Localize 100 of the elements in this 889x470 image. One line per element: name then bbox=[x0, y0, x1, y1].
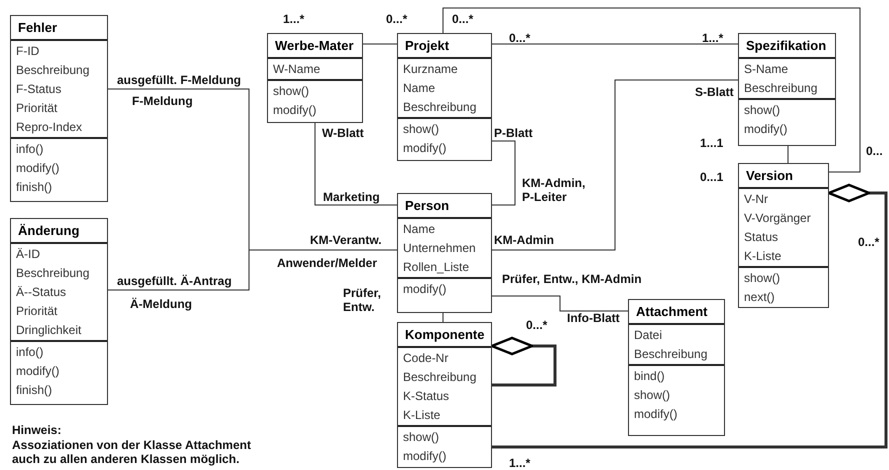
attribute: Beschreibung bbox=[16, 265, 90, 282]
attribute: Kurzname bbox=[403, 61, 459, 78]
attribute: Datei bbox=[634, 327, 664, 344]
role-label: 1...* bbox=[509, 456, 530, 470]
role-label: Info-Blatt bbox=[567, 311, 620, 325]
class-name: Fehler bbox=[17, 19, 58, 37]
method: modify() bbox=[634, 406, 678, 423]
method: finish() bbox=[16, 179, 54, 196]
aggregation-line bbox=[490, 336, 556, 386]
attribute: F-Status bbox=[16, 81, 62, 98]
attribute: Beschreibung bbox=[634, 346, 708, 363]
attribute: K-Liste bbox=[403, 407, 442, 424]
role-label: 1...* bbox=[283, 12, 304, 26]
method: show() bbox=[744, 270, 782, 287]
class-box bbox=[738, 33, 836, 146]
role-label: 0...* bbox=[858, 235, 880, 249]
role-label: KM-Admin bbox=[494, 233, 554, 247]
attribute: Ä--Status bbox=[16, 284, 68, 301]
role-label: 1...1 bbox=[700, 136, 724, 150]
class-box bbox=[267, 33, 363, 123]
role-label: 0...* bbox=[509, 31, 530, 45]
attribute: S-Name bbox=[744, 61, 790, 78]
role-label: Marketing bbox=[323, 190, 380, 204]
role-label: 0... bbox=[866, 144, 883, 158]
class-name: Attachment bbox=[635, 303, 709, 321]
method: show() bbox=[273, 83, 310, 100]
attribute: Rollen_Liste bbox=[403, 259, 470, 276]
class-name: Spezifikation bbox=[745, 37, 828, 55]
method: info() bbox=[16, 141, 44, 158]
role-label: ausgefüllt. Ä-Antrag bbox=[117, 274, 232, 288]
class-box bbox=[10, 218, 108, 405]
attribute: Priorität bbox=[16, 303, 58, 320]
class-box bbox=[397, 33, 492, 161]
class-name: Person bbox=[404, 197, 450, 215]
role-label: 1...* bbox=[702, 31, 724, 45]
class-name: Komponente bbox=[404, 326, 486, 344]
attribute: Ä-ID bbox=[16, 246, 41, 263]
class-box bbox=[397, 322, 492, 468]
attribute: Dringlichkeit bbox=[16, 322, 82, 339]
method: bind() bbox=[634, 368, 666, 385]
method: show() bbox=[744, 102, 782, 119]
attribute: Status bbox=[744, 229, 780, 246]
class-name: Projekt bbox=[404, 37, 450, 55]
method: show() bbox=[403, 121, 440, 138]
association-line bbox=[492, 140, 516, 206]
role-label: Prüfer, Entw. bbox=[343, 286, 382, 314]
attribute: Beschreibung bbox=[16, 62, 90, 79]
attribute: K-Liste bbox=[744, 248, 782, 265]
method: modify() bbox=[744, 121, 788, 138]
attribute: Beschreibung bbox=[744, 80, 818, 97]
class-box bbox=[628, 299, 725, 436]
association-line bbox=[492, 80, 738, 250]
attribute: V-Nr bbox=[744, 191, 769, 208]
attribute: K-Status bbox=[403, 388, 450, 405]
attribute: W-Name bbox=[273, 61, 322, 78]
role-label: Prüfer, Entw., KM-Admin bbox=[502, 272, 642, 286]
role-label: 0...1 bbox=[700, 170, 724, 184]
method: modify() bbox=[403, 448, 448, 465]
attribute: Priorität bbox=[16, 100, 58, 117]
role-label: S-Blatt bbox=[695, 85, 734, 99]
association-line bbox=[442, 312, 444, 322]
role-label: Anwender/Melder bbox=[277, 256, 378, 270]
method: modify() bbox=[16, 160, 60, 177]
role-label: 0...* bbox=[452, 12, 474, 26]
class-name: Werbe-Mater bbox=[274, 37, 355, 55]
association-line bbox=[492, 296, 628, 312]
role-label: Ä-Meldung bbox=[130, 297, 192, 311]
association-line bbox=[108, 250, 398, 290]
attribute: Repro-Index bbox=[16, 119, 84, 136]
class-name: Änderung bbox=[17, 222, 80, 240]
association-line bbox=[314, 122, 398, 206]
class-box bbox=[738, 163, 829, 308]
role-label: KM-Verantw. bbox=[310, 233, 382, 247]
role-label: KM-Admin, P-Leiter bbox=[522, 176, 586, 204]
class-box bbox=[397, 193, 492, 313]
class-box bbox=[10, 15, 108, 202]
role-label: Hinweis: bbox=[12, 423, 62, 437]
method: show() bbox=[403, 429, 440, 446]
method: info() bbox=[16, 344, 44, 361]
method: modify() bbox=[273, 102, 318, 119]
attribute: F-ID bbox=[16, 43, 40, 60]
method: next() bbox=[744, 289, 776, 306]
role-label: 0...* bbox=[386, 12, 408, 26]
attribute: Beschreibung bbox=[403, 369, 478, 386]
role-label: Assoziationen von der Klasse Attachment auch zu allen anderen Klassen möglich. bbox=[12, 438, 252, 466]
attribute: Code-Nr bbox=[403, 350, 450, 367]
role-label: W-Blatt bbox=[322, 126, 364, 140]
method: modify() bbox=[403, 281, 448, 298]
attribute: V-Vorgänger bbox=[744, 210, 812, 227]
role-label: P-Blatt bbox=[494, 126, 533, 140]
role-label: ausgefüllt. F-Meldung bbox=[117, 73, 241, 87]
role-label: F-Meldung bbox=[132, 94, 193, 108]
method: show() bbox=[634, 387, 672, 404]
method: modify() bbox=[16, 363, 60, 380]
aggregation-line bbox=[492, 184, 888, 448]
attribute: Unternehmen bbox=[403, 240, 477, 257]
class-name: Version bbox=[745, 167, 794, 185]
method: finish() bbox=[16, 382, 54, 399]
association-line bbox=[442, 8, 860, 172]
attribute: Beschreibung bbox=[403, 99, 478, 116]
